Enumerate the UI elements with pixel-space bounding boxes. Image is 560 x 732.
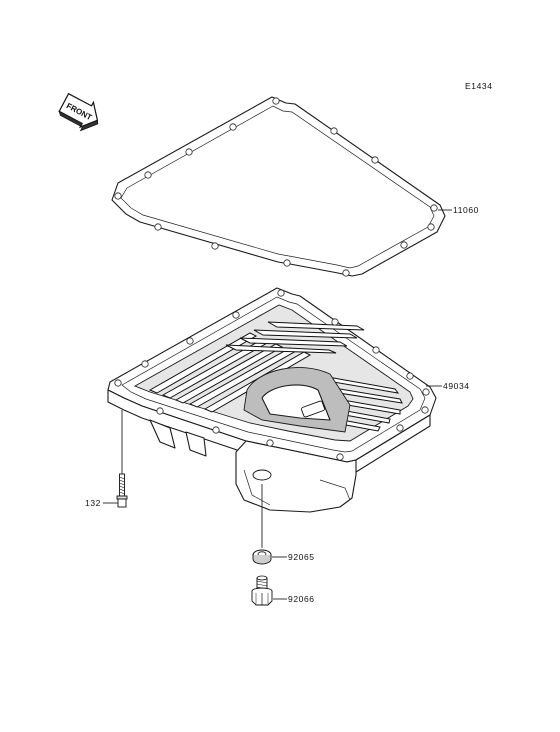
part-number-132: 132 [85, 498, 101, 508]
part-number-92066: 92066 [288, 594, 315, 604]
part-number-11060: 11060 [453, 205, 479, 215]
bolt-132 [116, 473, 128, 508]
front-direction-arrow-icon: FRONT [58, 92, 99, 132]
diagram-code: E1434 [465, 81, 493, 91]
oil-pan-49034 [107, 287, 437, 513]
part-number-49034: 49034 [443, 381, 470, 391]
drain-plug-92066 [251, 575, 273, 606]
gasket-11060 [111, 96, 446, 277]
part-number-92065: 92065 [288, 552, 315, 562]
washer-92065 [252, 549, 272, 565]
